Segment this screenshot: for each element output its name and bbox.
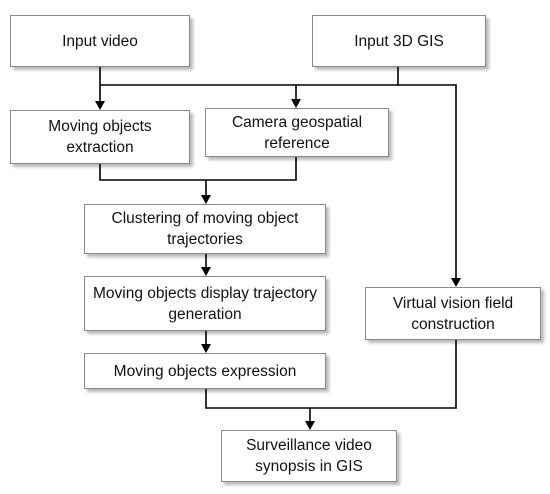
arrowhead-display xyxy=(201,267,211,276)
node-input-video-label: Input video xyxy=(62,32,138,50)
node-camera-geospatial-reference: Camera geospatial reference xyxy=(205,108,389,157)
node-input-3d-gis-label: Input 3D GIS xyxy=(354,32,444,50)
edge-gis-to-virtual-field xyxy=(398,84,457,279)
node-display-trajectory-generation: Moving objects display trajectory genera… xyxy=(84,276,326,331)
node-moving-objects-expression: Moving objects expression xyxy=(84,353,326,389)
edge-gis-bus xyxy=(100,67,399,86)
arrowhead-clustering xyxy=(201,195,211,204)
node-camera-geospatial-reference-label: Camera geospatial reference xyxy=(231,113,363,152)
node-virtual-vision-field-label: Virtual vision field construction xyxy=(392,294,514,333)
node-virtual-vision-field: Virtual vision field construction xyxy=(365,287,541,340)
node-surveillance-synopsis-label: Surveillance video synopsis in GIS xyxy=(246,437,372,475)
arrowhead-expression xyxy=(201,344,211,353)
node-clustering-trajectories-label: Clustering of moving object trajectories xyxy=(111,210,299,248)
arrowhead-extraction xyxy=(95,101,105,110)
arrowhead-synopsis xyxy=(305,421,315,430)
node-clustering-trajectories: Clustering of moving object trajectories xyxy=(84,204,326,254)
edge-extraction-camera-merge xyxy=(99,157,297,181)
arrowhead-camera xyxy=(291,99,301,108)
edge-expression-virtual-merge xyxy=(205,340,457,409)
node-display-trajectory-generation-label: Moving objects display trajectory genera… xyxy=(93,284,317,323)
node-moving-objects-extraction-label: Moving objects extraction xyxy=(48,118,152,156)
arrowhead-virtual-field xyxy=(451,278,461,287)
node-input-video: Input video xyxy=(10,15,190,67)
node-moving-objects-extraction: Moving objects extraction xyxy=(10,110,190,164)
node-input-3d-gis: Input 3D GIS xyxy=(312,15,486,67)
node-surveillance-synopsis: Surveillance video synopsis in GIS xyxy=(221,430,397,482)
node-moving-objects-expression-label: Moving objects expression xyxy=(113,362,297,380)
